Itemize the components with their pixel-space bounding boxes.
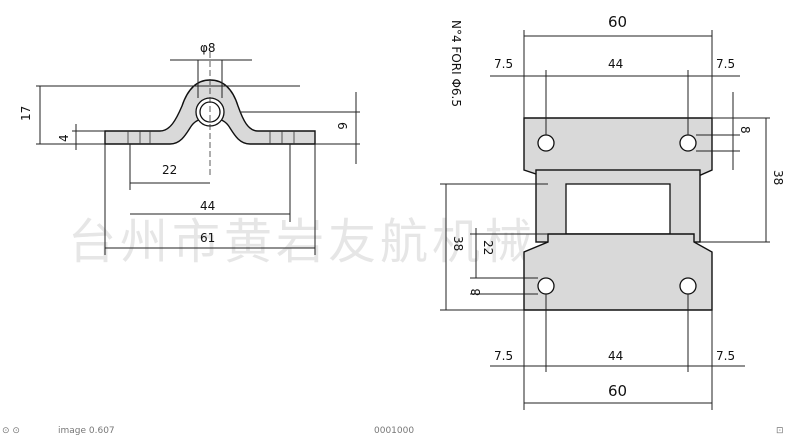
dim-38-left: 38: [451, 236, 465, 251]
dim-7-5-bottom-left: 7.5: [494, 349, 513, 363]
dim-7-5-bottom-right: 7.5: [716, 349, 735, 363]
dim-44-side: 44: [200, 199, 215, 213]
dim-hole-diameter: φ8: [200, 41, 216, 55]
dim-7-5-top-right: 7.5: [716, 57, 735, 71]
front-view-hole-top-left: [537, 134, 555, 152]
footer-text-mid: 0001000: [374, 426, 415, 436]
watermark-text: 台州市黄岩友航机械厂: [68, 214, 588, 270]
dim-right-height: 6: [335, 122, 349, 130]
dim-60-bottom: 60: [608, 382, 627, 400]
dim-60-top: 60: [608, 13, 627, 31]
dim-8-left: 8: [469, 288, 483, 296]
viewer-footer: ⊙ ⊙ image 0.607 0001000 ⊡: [0, 426, 791, 438]
holes-note: N°4 FORI Φ6.5: [449, 20, 463, 107]
front-view-center-slot: [565, 183, 671, 235]
dim-38-right: 38: [771, 170, 785, 185]
front-view: N°4 FORI Φ6.5 60 7.5 44 7.5 8 38 38 22: [440, 13, 785, 410]
front-view-hole-bottom-left: [537, 277, 555, 295]
side-view: φ8 17 4 6 22 44 61: [19, 41, 360, 255]
front-view-bottom-plate: [523, 233, 713, 311]
footer-text-left: image 0.607: [58, 426, 115, 436]
back-circle-icon[interactable]: ⊙ ⊙: [2, 426, 20, 436]
dim-8-right: 8: [738, 126, 752, 134]
dim-plate-thickness: 4: [57, 134, 71, 142]
dim-22-side: 22: [162, 163, 177, 177]
dim-22-left: 22: [481, 240, 495, 255]
corner-icon[interactable]: ⊡: [776, 426, 784, 436]
dim-44-top: 44: [608, 57, 623, 71]
dim-7-5-top-left: 7.5: [494, 57, 513, 71]
dim-61-side: 61: [200, 231, 215, 245]
dim-44-bottom: 44: [608, 349, 623, 363]
dim-total-height: 17: [19, 106, 33, 121]
front-view-hole-bottom-right: [679, 277, 697, 295]
front-view-hole-top-right: [679, 134, 697, 152]
